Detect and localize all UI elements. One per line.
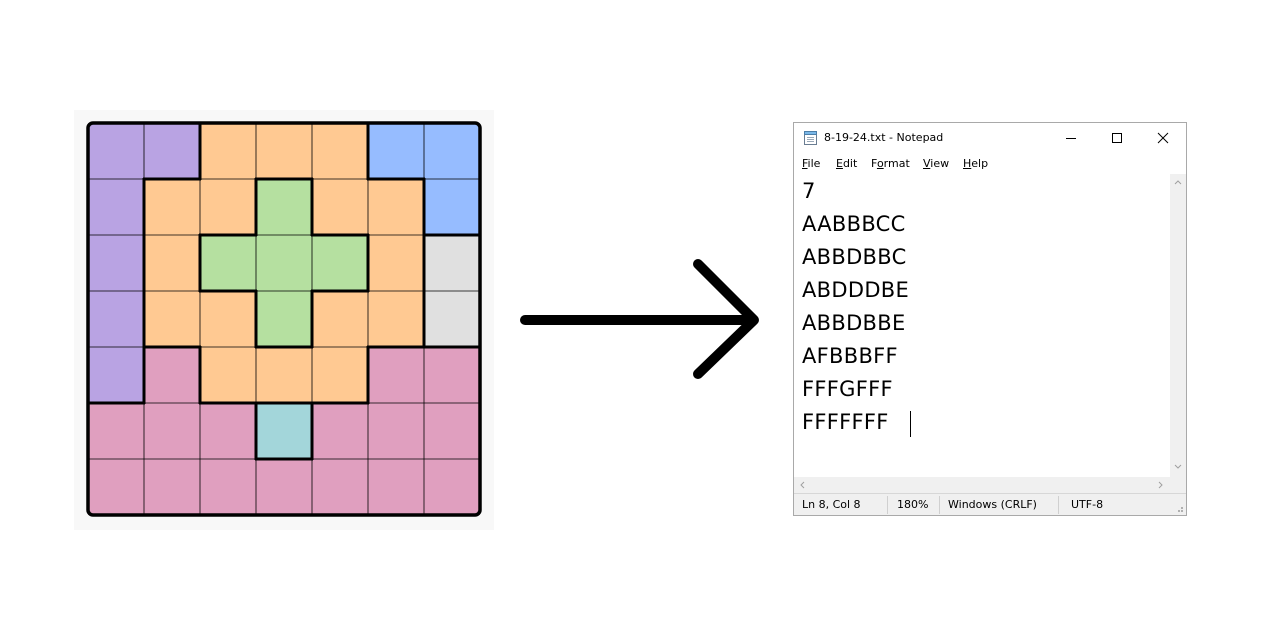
- grid-cell-B: [256, 123, 312, 179]
- scrollbar-corner: [1170, 477, 1186, 493]
- maximize-icon: [1112, 133, 1122, 143]
- grid-cell-C: [424, 179, 480, 235]
- title-bar[interactable]: 8-19-24.txt - Notepad: [794, 123, 1186, 153]
- text-line: FFFGFFF: [802, 377, 893, 401]
- status-bar: Ln 8, Col 8 180% Windows (CRLF) UTF-8: [794, 493, 1186, 515]
- status-divider: [1058, 496, 1059, 514]
- grid-cell-D: [256, 179, 312, 235]
- grid-cell-F: [368, 403, 424, 459]
- status-divider: [939, 496, 940, 514]
- text-line: ABBDBBC: [802, 245, 907, 269]
- close-icon: [1157, 132, 1169, 144]
- grid-cell-F: [312, 459, 368, 515]
- menu-help[interactable]: Help: [963, 157, 989, 170]
- menu-edit[interactable]: Edit: [836, 157, 858, 170]
- grid-cell-A: [144, 123, 200, 179]
- grid-cell-B: [368, 291, 424, 347]
- status-line-ending: Windows (CRLF): [948, 498, 1037, 511]
- status-encoding: UTF-8: [1071, 498, 1104, 511]
- grid-cell-A: [88, 347, 144, 403]
- grid-cell-E: [424, 235, 480, 291]
- text-line: AFBBBFF: [802, 344, 898, 368]
- grid-cell-B: [368, 235, 424, 291]
- grid-cell-F: [88, 403, 144, 459]
- grid-cell-A: [88, 291, 144, 347]
- status-zoom: 180%: [897, 498, 929, 511]
- grid-cell-F: [424, 347, 480, 403]
- grid-cell-F: [144, 403, 200, 459]
- notepad-window: 8-19-24.txt - Notepad File Edit Format V…: [793, 122, 1187, 516]
- minimize-icon: [1066, 138, 1076, 139]
- grid-cell-B: [312, 123, 368, 179]
- grid-cell-B: [200, 291, 256, 347]
- resize-grip-icon[interactable]: [1174, 503, 1184, 513]
- grid-cell-F: [424, 459, 480, 515]
- grid-cell-B: [144, 179, 200, 235]
- grid-cell-B: [256, 347, 312, 403]
- text-line: FFFFFFF: [802, 410, 889, 434]
- grid-cell-F: [256, 459, 312, 515]
- grid-cell-F: [424, 403, 480, 459]
- grid-cell-F: [368, 459, 424, 515]
- grid-cell-D: [256, 291, 312, 347]
- grid-cell-E: [424, 291, 480, 347]
- text-line: 7: [802, 179, 816, 203]
- text-line: ABBDBBE: [802, 311, 906, 335]
- grid-cell-B: [312, 347, 368, 403]
- region-puzzle-grid: [86, 121, 482, 517]
- text-line: ABDDDBE: [802, 278, 910, 302]
- grid-cell-D: [312, 235, 368, 291]
- text-line: AABBBCC: [802, 212, 906, 236]
- grid-cell-B: [144, 291, 200, 347]
- grid-cell-B: [200, 123, 256, 179]
- menu-file[interactable]: File: [802, 157, 821, 170]
- scroll-up-icon[interactable]: [1174, 179, 1182, 185]
- window-title: 8-19-24.txt - Notepad: [824, 131, 944, 144]
- grid-cell-F: [200, 403, 256, 459]
- grid-cell-B: [200, 179, 256, 235]
- minimize-button[interactable]: [1048, 123, 1094, 153]
- menu-format[interactable]: Format: [871, 157, 910, 170]
- text-caret: [910, 411, 911, 437]
- menu-view[interactable]: View: [923, 157, 950, 170]
- grid-cell-F: [312, 403, 368, 459]
- maximize-button[interactable]: [1094, 123, 1140, 153]
- grid-cell-A: [88, 235, 144, 291]
- notepad-icon: [804, 131, 817, 145]
- grid-cell-B: [200, 347, 256, 403]
- grid-cell-C: [368, 123, 424, 179]
- grid-cell-B: [368, 179, 424, 235]
- grid-cell-C: [424, 123, 480, 179]
- grid-cell-D: [256, 235, 312, 291]
- grid-cell-F: [144, 347, 200, 403]
- grid-cell-A: [88, 123, 144, 179]
- scroll-right-icon[interactable]: [1158, 481, 1164, 489]
- status-position: Ln 8, Col 8: [802, 498, 861, 511]
- scroll-left-icon[interactable]: [799, 481, 805, 489]
- vertical-scrollbar[interactable]: [1170, 174, 1186, 477]
- grid-cell-F: [200, 459, 256, 515]
- grid-cell-B: [144, 235, 200, 291]
- grid-cell-B: [312, 291, 368, 347]
- right-arrow-icon: [520, 259, 759, 379]
- grid-outer-border: [86, 121, 482, 517]
- scroll-down-icon[interactable]: [1174, 464, 1182, 470]
- status-divider: [887, 496, 888, 514]
- grid-cell-D: [200, 235, 256, 291]
- grid-cell-F: [88, 459, 144, 515]
- text-editor[interactable]: 7 AABBBCC ABBDBBC ABDDDBE ABBDBBE AFBBBF…: [794, 174, 1170, 477]
- grid-cell-A: [88, 179, 144, 235]
- grid-cell-B: [312, 179, 368, 235]
- grid-cell-F: [368, 347, 424, 403]
- grid-cell-G: [256, 403, 312, 459]
- grid-cell-F: [144, 459, 200, 515]
- horizontal-scrollbar[interactable]: [794, 477, 1170, 493]
- menu-bar: File Edit Format View Help: [794, 154, 1186, 173]
- close-button[interactable]: [1140, 123, 1186, 153]
